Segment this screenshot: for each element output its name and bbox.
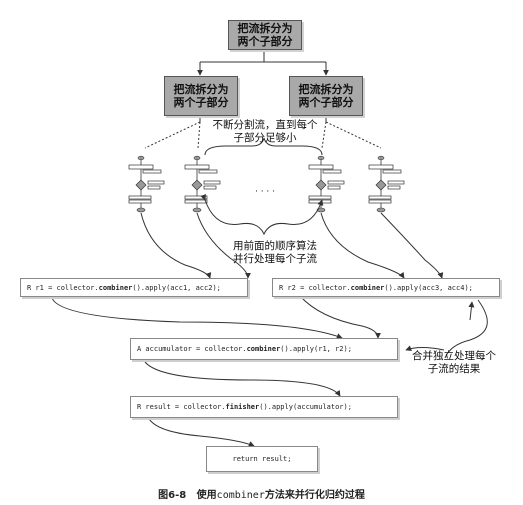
split-box-left: 把流拆分为 两个子部分 [164, 76, 238, 116]
code-return: return result; [206, 446, 318, 472]
code-result-post: ().apply(accumulator); [259, 403, 352, 411]
code-return-text: return result; [232, 455, 292, 463]
code-result-fn: finisher [225, 403, 260, 411]
mini-flowchart [368, 155, 405, 213]
merge-annotation: 合并独立处理每个 子流的结果 [412, 350, 496, 375]
caption-figure-number: 图6-8 [158, 490, 187, 501]
code-result: R result = collector.finisher().apply(ac… [130, 396, 398, 418]
split-box-top: 把流拆分为 两个子部分 [228, 20, 302, 50]
caption-text-after: 方法来并行化归约过程 [264, 490, 365, 501]
code-r1: R r1 = collector.combiner().apply(acc1, … [20, 278, 248, 297]
code-r1-fn: combiner [98, 283, 133, 292]
ellipsis: · · · · [254, 187, 276, 197]
figure-caption: 图6-8 使用combiner方法来并行化归约过程 [0, 486, 523, 501]
code-r2-pre: R r2 = collector. [279, 283, 351, 292]
code-accumulator: A accumulator = collector.combiner().app… [130, 338, 398, 360]
sequential-annotation: 用前面的顺序算法 并行处理每个子流 [233, 240, 317, 265]
code-r1-post: ().apply(acc1, acc2); [132, 283, 221, 292]
mini-flowchart [184, 155, 221, 213]
code-r2-post: ().apply(acc3, acc4); [384, 283, 473, 292]
code-r2: R r2 = collector.combiner().apply(acc3, … [272, 278, 500, 297]
split-box-right: 把流拆分为 两个子部分 [289, 76, 363, 116]
code-r2-fn: combiner [350, 283, 385, 292]
split-annotation: 不断分割流，直到每个 子部分足够小 [212, 119, 318, 144]
split-connectors [144, 48, 382, 149]
brace-top [204, 137, 323, 156]
flow-connectors [51, 212, 488, 447]
code-accumulator-fn: combiner [246, 345, 281, 353]
caption-text-before: 使用 [196, 490, 217, 501]
mini-flowchart [128, 155, 165, 213]
mini-flowchart [308, 155, 345, 213]
code-result-pre: R result = collector. [137, 403, 226, 411]
brace-middle [200, 194, 324, 236]
mini-flowcharts [128, 155, 405, 213]
code-r1-pre: R r1 = collector. [27, 283, 99, 292]
caption-mono: combiner [216, 490, 265, 501]
code-accumulator-pre: A accumulator = collector. [137, 345, 247, 353]
code-accumulator-post: ().apply(r1, r2); [280, 345, 352, 353]
